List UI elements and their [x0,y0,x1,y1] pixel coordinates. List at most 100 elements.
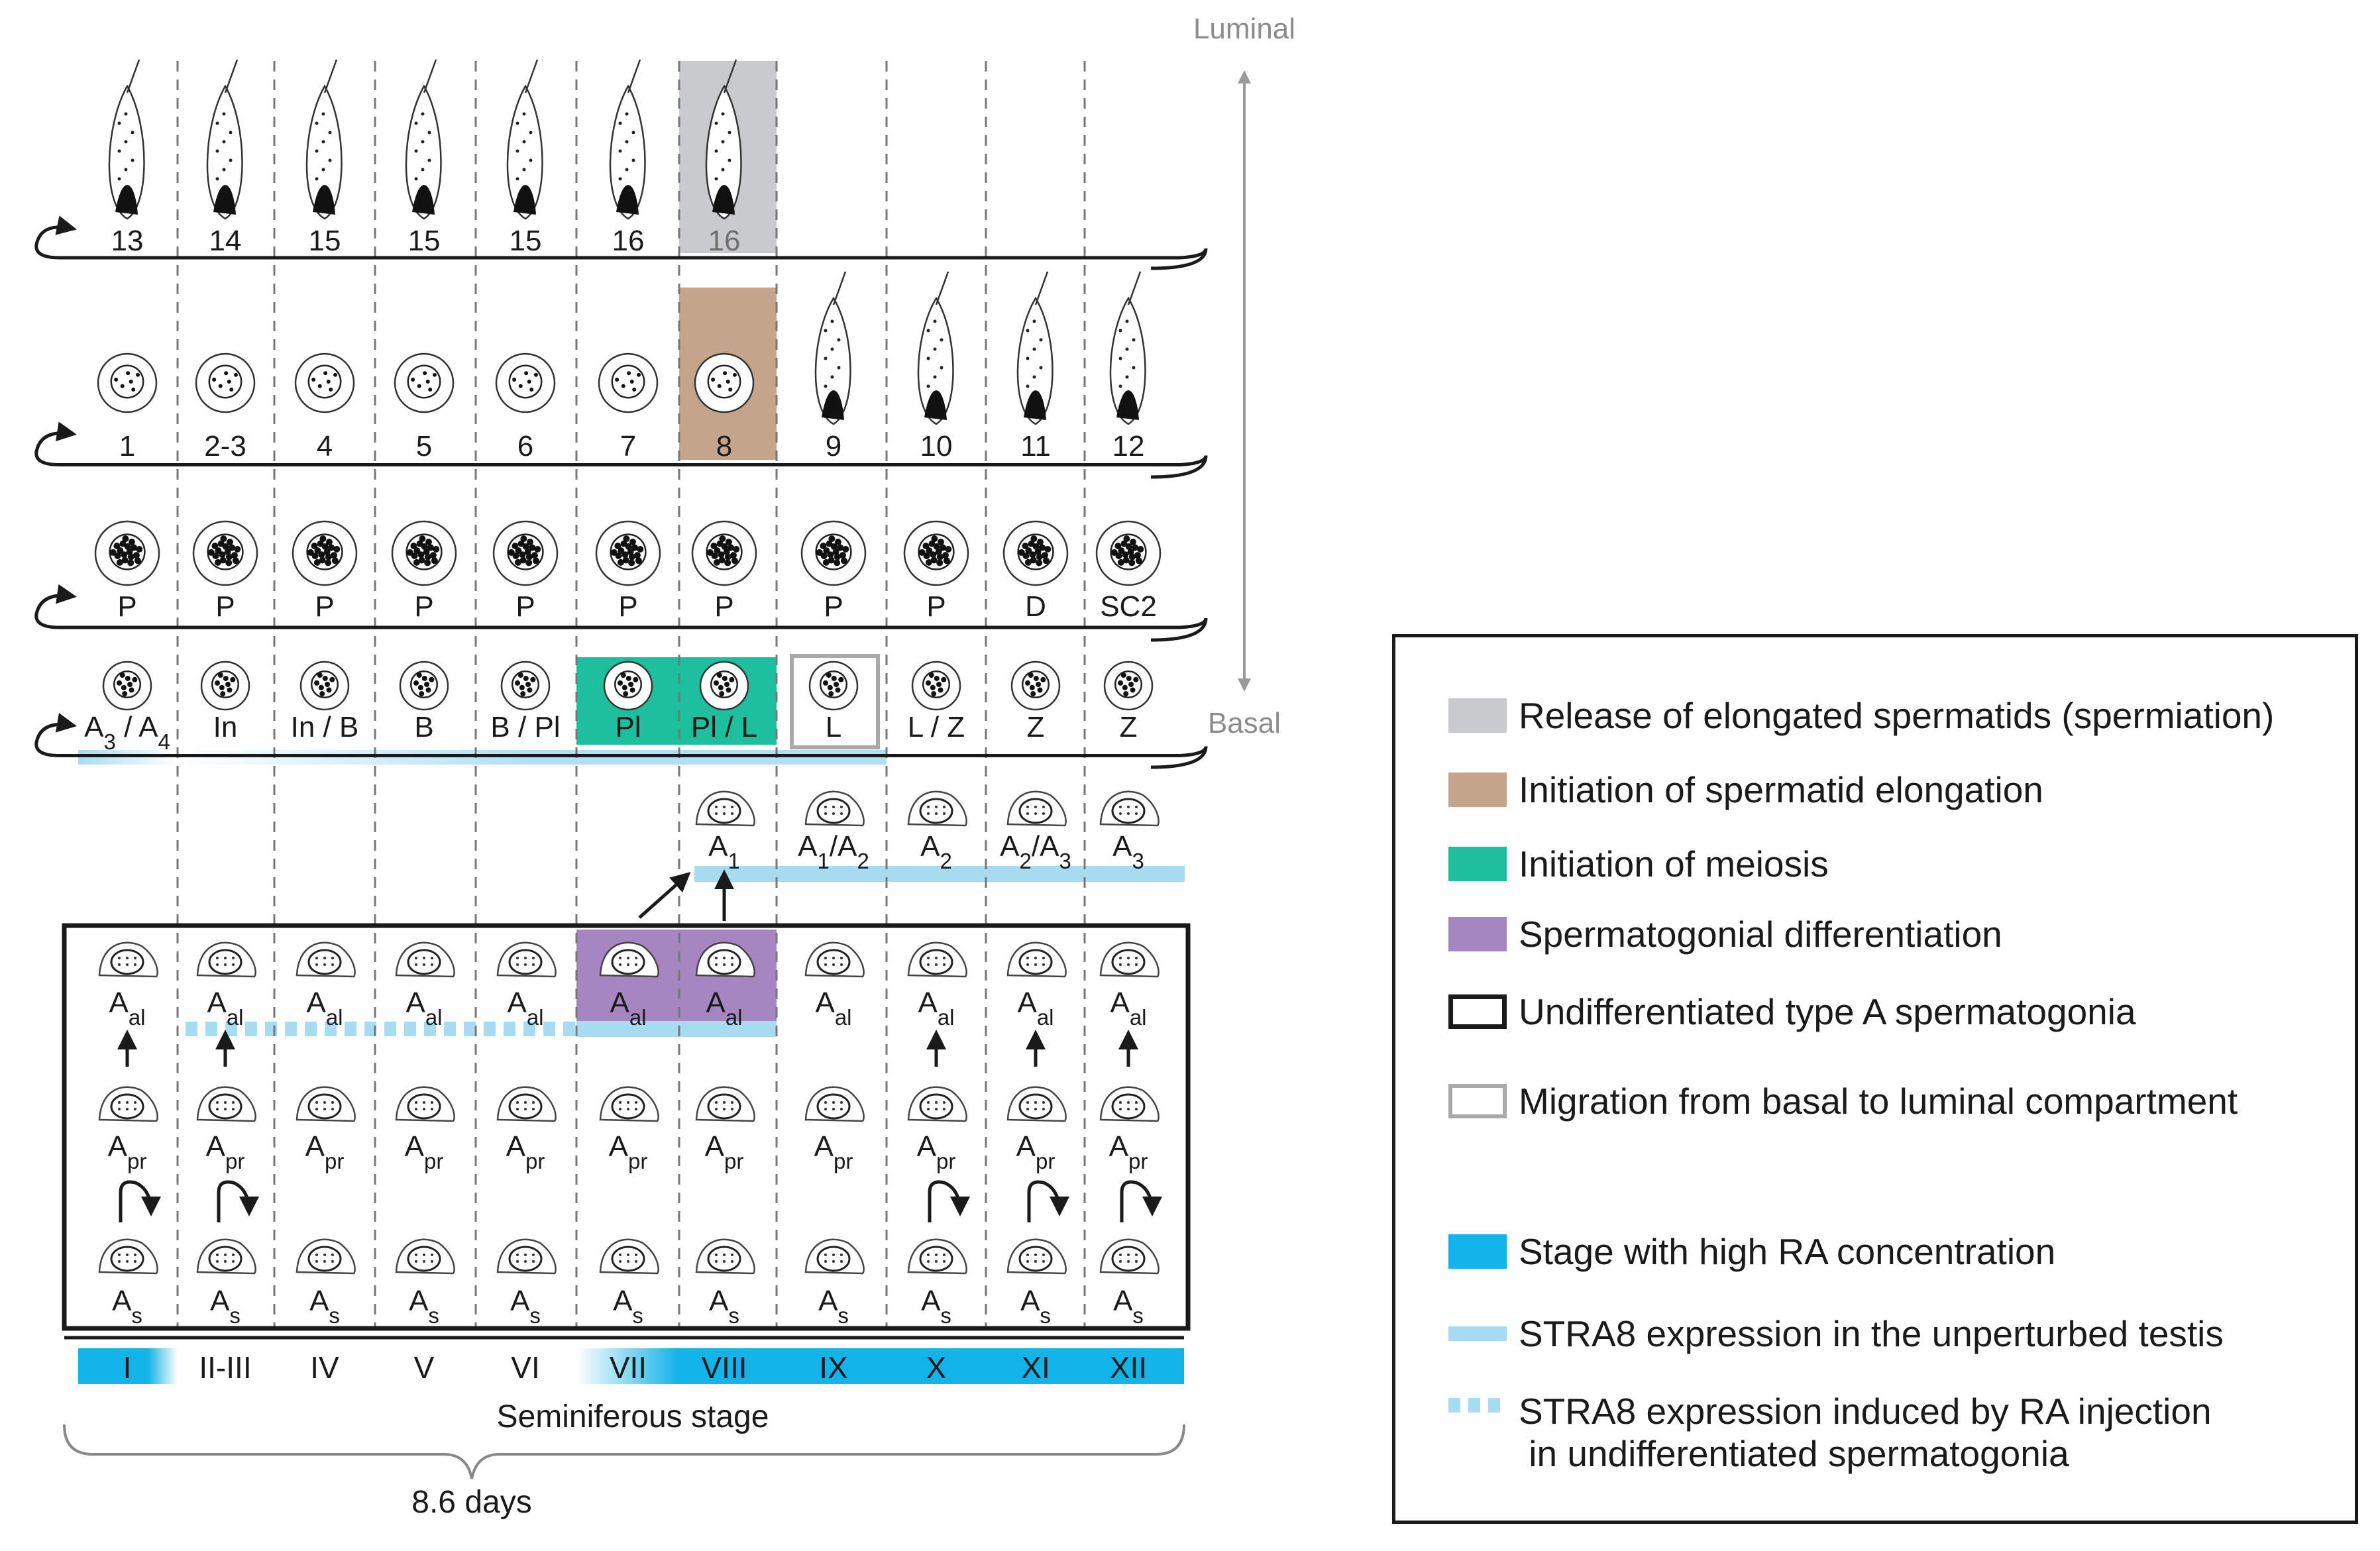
chromatin-dot [1137,545,1144,553]
chromatin-dot [1134,552,1141,559]
chromatin-dot [1118,547,1125,555]
chromatin-dot [935,812,938,815]
chromatin-dot [118,963,121,966]
chromatin-dot [515,547,522,555]
chromatin-dot [935,1101,938,1104]
chromatin-dot [931,691,937,697]
aligned-label: Aal [1110,987,1146,1030]
elongated-spermatid [206,59,243,220]
chromatin-dot [922,543,930,549]
cell-nucleus [611,1246,645,1272]
cell-membrane [98,1238,158,1275]
cell-membrane [1010,661,1061,711]
chromatin-dot [1127,549,1134,555]
cell-membrane [603,661,653,711]
chromatin-dot [627,963,629,966]
cytoplasm-dot [222,112,226,116]
chromatin-dot [715,1108,718,1110]
chromatin-dot [1135,812,1138,815]
cytoplasm-dot [721,168,725,172]
cytoplasm-dot [933,375,937,379]
chromatin-dot [329,676,335,682]
elongated-spermatid [405,59,442,220]
cell-membrane [1099,1238,1160,1275]
cell-membrane [695,1086,755,1122]
chromatin-dot [621,384,625,388]
chromatin-dot [840,963,843,966]
chromatin-dot [231,552,238,559]
chromatin-dot [526,539,533,546]
cell-membrane [98,1086,158,1122]
spermatocyte-label: Pl [615,711,641,743]
cytoplasm-dot [824,329,828,333]
cytoplasm-dot [1026,329,1030,333]
aligned-spermatogonium [907,941,967,978]
cytoplasm-dot [117,177,121,181]
chromatin-dot [425,539,432,546]
chromatin-dot [629,687,635,693]
cytoplasm-dot [321,140,325,144]
seminiferous-stage-label: Seminiferous stage [497,1399,769,1434]
cytoplasm-dot [1032,375,1036,379]
cell-membrane [294,352,355,413]
chromatin-dot [717,384,722,388]
chromatin-dot [1119,957,1122,959]
legend-swatch [1448,1326,1507,1341]
chromatin-dot [514,559,521,566]
chromatin-dot [415,1260,417,1263]
chromatin-dot [431,1260,433,1263]
pachytene-spermatocyte [1002,520,1069,586]
chromatin-dot [232,957,235,959]
chromatin-dot [1034,957,1037,959]
cell-membrane [804,1086,865,1122]
chromatin-dot [232,1260,235,1263]
aligned-label: Aal [706,987,742,1030]
cytoplasm-dot [328,158,332,162]
chromatin-dot [532,1254,535,1256]
chromatin-dot [232,1108,235,1110]
chromatin-dot [831,675,837,681]
chromatin-dot [315,1260,318,1263]
chromatin-dot [834,682,839,687]
chromatin-dot [731,1101,733,1104]
chromatin-dot [425,380,430,384]
paired-label: Apr [506,1130,545,1173]
chromatin-dot [622,551,629,559]
chromatin-dot [524,1101,527,1104]
cell-nucleus [1018,1246,1053,1272]
chromatin-dot [224,1108,227,1110]
stra8-dash [444,1022,456,1036]
cytoplasm-dot [721,112,725,116]
spermatid-step-label: 11 [1020,430,1051,462]
spermatid-step-label: 15 [309,225,341,257]
chromatin-dot [627,1260,629,1263]
cell-membrane [97,352,158,413]
chromatin-dot [224,549,231,555]
spermatocyte-label: Z [1027,711,1045,743]
chromatin-dot [731,812,733,815]
chromatin-dot [1026,812,1029,815]
chromatin-dot [1026,1101,1029,1104]
chromatin-dot [931,535,938,543]
chromatin-dot [1127,963,1130,966]
cell-membrane [394,352,455,413]
chromatin-dot [1130,687,1136,693]
elongating-spermatid [1109,271,1146,425]
cell-nucleus [407,949,441,975]
chromatin-dot [126,957,129,959]
spermatocyte-early [399,661,449,711]
chromatin-dot [824,1260,827,1263]
chromatin-dot [633,552,641,559]
chromatin-dot [216,1101,219,1104]
single-spermatogonium [599,1238,659,1275]
cell-membrane [195,352,256,413]
chromatin-dot [229,387,234,392]
differentiating-spermatogonium [695,790,755,827]
chromatin-dot [824,957,827,959]
cell-nucleus [211,670,240,699]
chromatin-dot [718,551,725,559]
chromatin-dot [728,544,735,551]
cell-nucleus [307,364,342,399]
spermatocyte-early [102,661,152,711]
chromatin-dot [331,963,334,966]
